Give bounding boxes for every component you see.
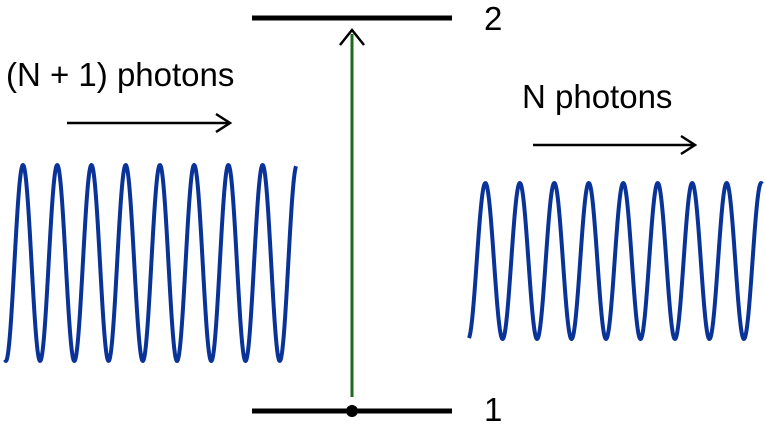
transition-arrow-head bbox=[339, 27, 365, 46]
incoming-photons-label: (N + 1) photons bbox=[6, 56, 234, 93]
outgoing-photons-label: N photons bbox=[522, 78, 672, 115]
incoming-photon-wave bbox=[3, 163, 298, 363]
outgoing-arrow-head bbox=[680, 134, 698, 156]
ground-state-dot bbox=[346, 405, 358, 417]
incoming-arrow-head bbox=[215, 112, 233, 134]
energy-level-1-label: 1 bbox=[484, 391, 502, 424]
energy-level-2-label: 2 bbox=[484, 0, 502, 37]
outgoing-photon-wave bbox=[467, 181, 764, 341]
